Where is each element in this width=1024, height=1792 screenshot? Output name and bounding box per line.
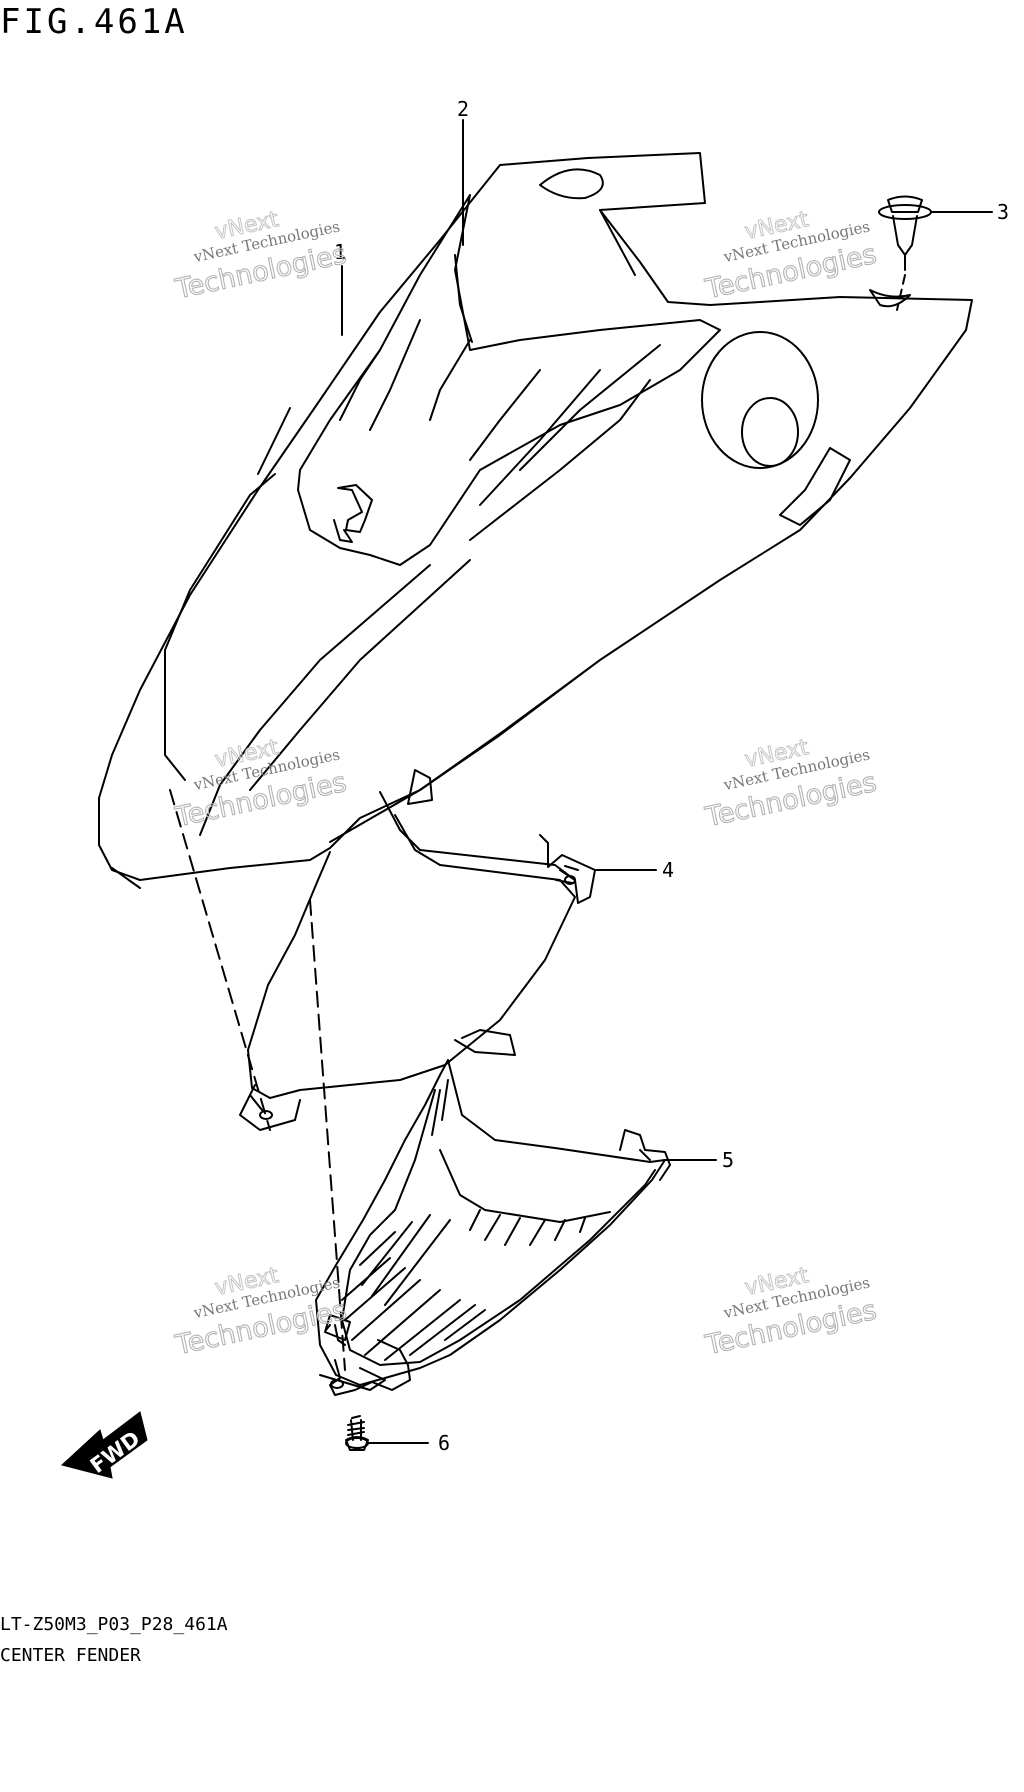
part-3-rivet [878,195,932,311]
part-1-center-fender [98,152,973,889]
watermark-low-left: vNext vNext Technologies Technologies [172,1263,350,1362]
watermark-top-right: vNext vNext Technologies Technologies [702,207,880,306]
part-2-emblem [454,254,473,343]
assembly-name: CENTER FENDER [0,1645,141,1666]
watermark-low-right: vNext vNext Technologies Technologies [702,1263,880,1362]
callout-number-5: 5 [722,1148,734,1172]
callout-number-2: 2 [457,97,469,121]
callout-number-4: 4 [662,858,674,882]
callout-number-3: 3 [997,200,1009,224]
watermark-top-left: vNext vNext Technologies Technologies [172,207,350,306]
alignment-line [309,899,346,1371]
fwd-arrow-icon: FWD [60,1411,148,1479]
drawing-code: LT-Z50M3_P03_P28_461A [0,1614,228,1635]
callout-number-1: 1 [334,240,346,264]
part-5-lower-fender [315,1029,671,1396]
part-6-screw [345,1415,369,1451]
watermark-mid-left: vNext vNext Technologies Technologies [172,735,350,834]
part-4-bracket [169,769,596,1131]
callout-number-6: 6 [438,1431,450,1455]
watermark-mid-right: vNext vNext Technologies Technologies [702,735,880,834]
figure-title: FIG.461A [0,2,188,42]
